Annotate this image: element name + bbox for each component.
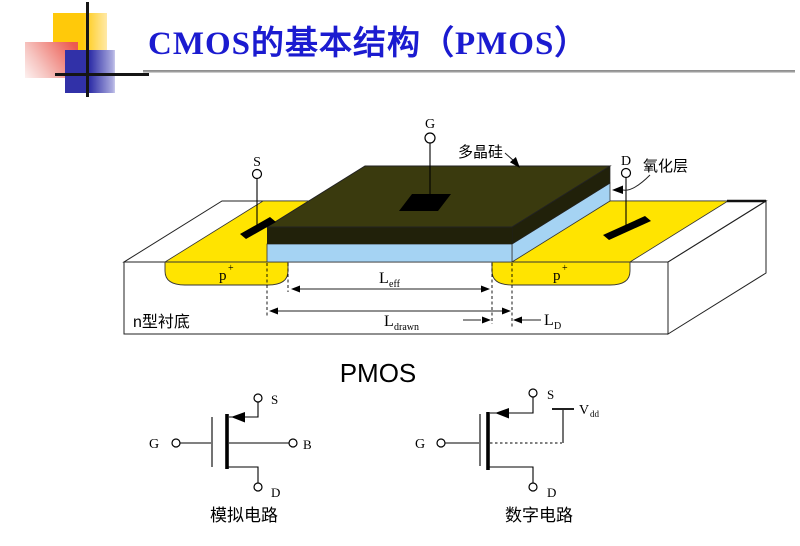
digital-drain-lead	[488, 466, 534, 483]
analog-gate-circle	[171, 438, 181, 448]
polysilicon-leader-line	[504, 152, 515, 162]
pmos-heading: PMOS	[340, 358, 417, 388]
leff-label: L	[379, 270, 389, 287]
gate-pin-circle	[424, 132, 436, 144]
drain-contact	[603, 216, 651, 240]
ldrawn-label-sub: drawn	[394, 322, 419, 333]
digital-source-circle	[528, 388, 538, 398]
decoration-horizontal-line	[55, 73, 149, 76]
source-pin-circle	[251, 168, 263, 180]
drain-pin-circle	[620, 167, 632, 179]
substrate-right-face	[667, 200, 767, 335]
substrate-label: n型衬底	[133, 313, 190, 331]
analog-source-circle	[253, 393, 263, 403]
digital-drain-circle	[528, 482, 538, 492]
ld-arrow-right-icon	[482, 316, 491, 324]
digital-caption: 数字电路	[505, 506, 573, 525]
polysilicon-label: 多晶硅	[458, 144, 503, 161]
drain-terminal-label: D	[621, 154, 631, 169]
digital-source-arrow-icon	[495, 408, 509, 419]
p-plus-left-label: p	[219, 268, 227, 284]
terminal-pins: S G D	[251, 117, 632, 230]
analog-bulk-circle	[288, 438, 298, 448]
leff-arrow-right-icon	[481, 285, 490, 293]
analog-source-label: S	[271, 392, 278, 407]
gate-terminal-label: G	[425, 117, 435, 132]
analog-caption: 模拟电路	[210, 506, 278, 525]
vdd-label: V	[579, 403, 589, 418]
source-contact	[240, 217, 276, 239]
leff-arrow-left-icon	[291, 285, 300, 293]
decoration-vertical-line	[86, 2, 89, 97]
analog-bulk-label: B	[303, 437, 312, 452]
dimensions: L eff L drawn L D	[266, 263, 561, 333]
digital-gate-circle	[436, 438, 446, 448]
source-terminal-label: S	[253, 155, 261, 170]
analog-drain-lead	[227, 466, 259, 483]
title-underline	[143, 70, 795, 73]
analog-pmos-symbol: G S B D 模拟电路	[149, 392, 312, 525]
digital-drain-label: D	[547, 485, 556, 500]
p-plus-right-sup: +	[562, 263, 568, 274]
ld-label-sub: D	[554, 321, 561, 332]
gate-contact	[399, 194, 451, 211]
contacts	[240, 194, 651, 240]
oxide-layer	[266, 182, 611, 263]
analog-source-arrow-icon	[231, 412, 245, 423]
ld-label: L	[544, 312, 554, 329]
ld-arrow-left-icon	[513, 316, 522, 324]
source-diffusion-cross-section	[164, 261, 289, 286]
p-plus-left-sup: +	[228, 263, 234, 274]
oxide-label: 氧化层	[643, 158, 688, 175]
oxide-leader-curve	[622, 174, 651, 191]
poly-front-face	[267, 227, 512, 244]
polysilicon-gate-front	[267, 165, 611, 245]
analog-drain-circle	[253, 482, 263, 492]
ldrawn-label: L	[384, 313, 394, 330]
digital-gate-label: G	[415, 437, 425, 452]
leff-label-sub: eff	[389, 279, 401, 290]
polysilicon-arrow-icon	[509, 157, 520, 168]
callouts: 多晶硅 氧化层 p + p + n型衬底	[133, 144, 688, 331]
digital-source-label: S	[547, 387, 554, 402]
p-plus-right-label: p	[553, 268, 561, 284]
analog-gate-label: G	[149, 437, 159, 452]
drain-diffusion-cross-section	[491, 261, 631, 286]
analog-drain-label: D	[271, 485, 280, 500]
oxide-arrow-icon	[612, 185, 623, 194]
digital-source-lead	[490, 397, 534, 414]
decoration-blue-square	[65, 50, 115, 93]
vdd-label-sub: dd	[590, 409, 600, 419]
oxide-front-face	[266, 243, 513, 263]
ldrawn-arrow-right-icon	[502, 307, 511, 315]
ldrawn-arrow-left-icon	[269, 307, 278, 315]
slide-title: CMOS的基本结构（PMOS）	[148, 26, 589, 62]
digital-pmos-symbol: G S V dd D 数字电路	[415, 387, 600, 525]
